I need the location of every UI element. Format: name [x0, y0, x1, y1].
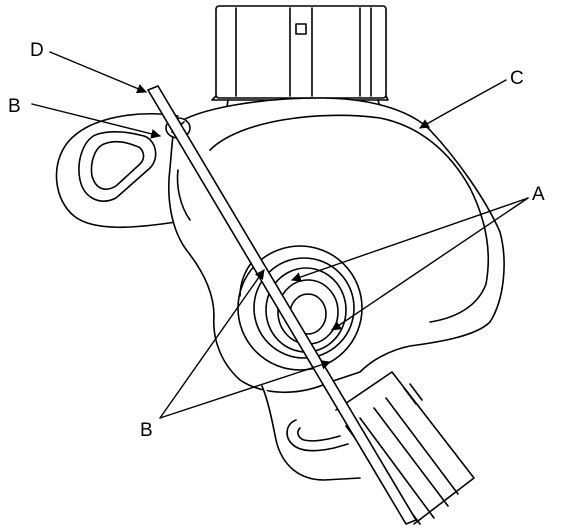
alignment-pin — [147, 85, 417, 525]
leader-c — [419, 79, 507, 129]
callout-b-upper: B — [8, 96, 21, 117]
leader-lines — [31, 51, 529, 419]
left-mounting-ear — [55, 113, 179, 229]
lower-mounting-ear — [261, 385, 361, 481]
leader-b-upper — [31, 103, 161, 139]
callout-d: D — [30, 40, 44, 61]
leader-a-2 — [331, 197, 529, 331]
callout-b-lower: B — [140, 420, 153, 441]
leader-b-lower-2 — [159, 360, 331, 419]
leader-a-1 — [291, 197, 529, 282]
callout-c: C — [510, 68, 524, 89]
leader-d — [49, 51, 147, 94]
callout-a: A — [532, 184, 545, 205]
leader-b-lower-1 — [159, 269, 265, 419]
